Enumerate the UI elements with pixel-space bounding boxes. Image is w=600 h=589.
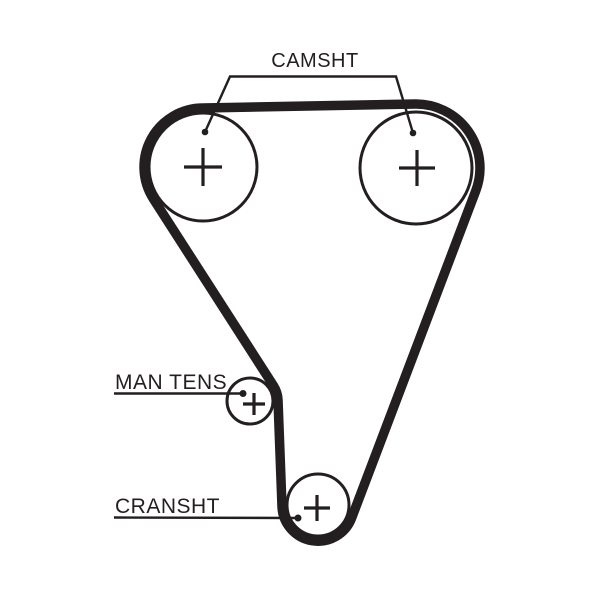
camshaft-pulley-right: [358, 110, 474, 226]
crankshaft-leader-dot: [294, 514, 302, 522]
camshaft-pulley-left: [147, 111, 259, 223]
camshaft-leader-dot-right: [409, 129, 417, 137]
tensioner-pulley: [225, 376, 275, 426]
tensioner-label: MAN TENS: [115, 371, 227, 394]
crankshaft-center-mark: [304, 495, 330, 521]
crankshaft-pulley: [285, 472, 351, 538]
camshaft-left-center-mark: [184, 148, 222, 186]
tensioner-leader-dot: [239, 390, 247, 397]
tensioner-center-mark: [243, 393, 265, 415]
crankshaft-leader-line: [113, 516, 299, 520]
timing-belt: [139, 99, 485, 546]
camshaft-leader-line: [203, 75, 415, 134]
tensioner-callout: MAN TENS: [114, 371, 247, 397]
camshaft-label: CAMSHT: [271, 50, 358, 72]
camshaft-right-center-mark: [399, 150, 435, 186]
camshaft-leader-dot-left: [201, 128, 209, 136]
crankshaft-callout: CRANSHT: [113, 495, 302, 522]
crankshaft-label: CRANSHT: [115, 495, 220, 518]
camshaft-callout: CAMSHT: [201, 50, 417, 137]
